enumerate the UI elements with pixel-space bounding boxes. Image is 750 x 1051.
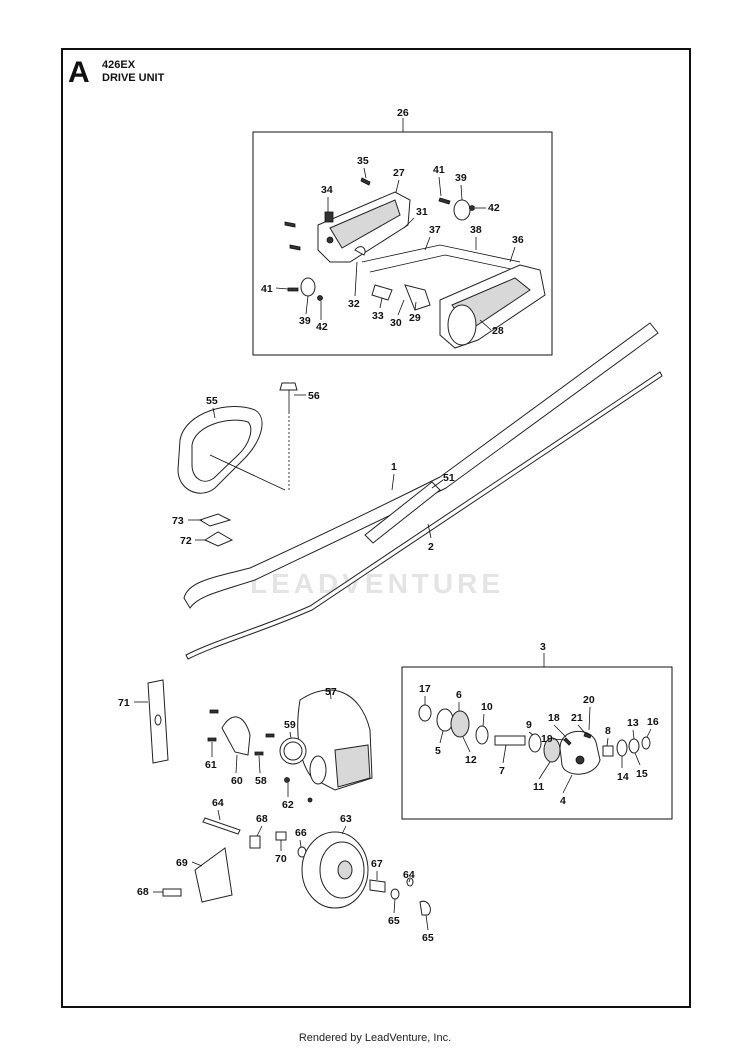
callout-67: 68 [256,813,268,825]
callout-8: 8 [605,725,611,737]
bracket-67-70 [249,831,307,858]
callout-57: 59 [284,719,296,731]
axle-66 [369,877,431,916]
callout-51: 51 [443,472,455,484]
callout-4: 4 [560,795,566,807]
plate-58 [221,716,251,756]
handle-screws [284,177,475,301]
clamp-73 [198,513,232,527]
gear-head-box [401,666,673,820]
clip-68 [162,888,182,897]
shaft-tube [183,322,659,609]
blade-71 [147,679,169,764]
handle-housing-right [439,264,546,349]
callout-73: 73 [172,515,184,527]
callout-69: 69 [176,857,188,869]
callout-5: 5 [435,745,441,757]
callout-36: 36 [512,234,524,246]
callout-64-top: 66 [295,827,307,839]
callout-62: 64 [212,797,224,809]
sleeve [364,481,441,544]
callout-56: 58 [255,775,267,787]
callout-18: 18 [548,712,560,724]
wing-nut-72 [203,531,234,547]
callout-19: 19 [541,733,553,745]
callout-32: 32 [348,298,360,310]
callout-14: 14 [617,771,629,783]
callout-30: 30 [390,317,402,329]
callout-42-top: 42 [488,202,500,214]
callout-29: 29 [409,312,421,324]
callout-27: 27 [393,167,405,179]
callout-12: 12 [465,754,477,766]
callout-54: 56 [308,390,320,402]
handle-assembly-box [252,131,553,356]
callout-39-top: 39 [455,172,467,184]
gear-head-parts [418,704,651,775]
callout-65-label: 65 [422,932,434,944]
blade-guard-55 [297,689,373,791]
section-letter: A [68,56,90,89]
callout-68-label: 68 [137,886,149,898]
callout-60: 62 [282,799,294,811]
callout-63: 64 [403,869,415,881]
callout-41-top: 41 [433,164,445,176]
callout-41-bottom: 41 [261,283,273,295]
callout-13: 13 [627,717,639,729]
callout-33: 33 [372,310,384,322]
callout-59: 61 [205,759,217,771]
axle-bolt-62 [202,817,241,835]
callout-72: 72 [180,535,192,547]
callout-10: 10 [481,701,493,713]
model-title: 426EX DRIVE UNIT [102,59,164,85]
callout-71: 71 [118,697,130,709]
callout-9: 9 [526,719,532,731]
bolt-54 [279,382,298,490]
callout-7: 7 [499,765,505,777]
callout-37: 37 [429,224,441,236]
callout-11: 11 [533,781,544,793]
callout-53: 55 [206,395,218,407]
callout-28: 28 [492,325,504,337]
callout-2: 2 [428,541,434,553]
callout-34: 34 [321,184,333,196]
callout-20: 20 [583,694,595,706]
watermark: LEADVENTURE [250,568,504,599]
handle-housing-left [317,191,411,263]
callout-6: 6 [456,689,462,701]
callout-35: 35 [357,155,369,167]
callout-16: 16 [647,716,659,728]
diagram-frame [61,48,691,1008]
assembly-title: DRIVE UNIT [102,72,165,84]
callout-26: 26 [397,107,409,119]
wheel-61 [301,831,369,909]
throttle-linkage [354,244,526,311]
callout-55: 57 [325,686,337,698]
callout-70: 70 [275,853,287,865]
callout-64-bottom: 65 [388,915,400,927]
gasket-57 [279,737,307,765]
callout-labels: 26 35 27 41 39 42 34 31 37 38 36 41 32 3… [118,107,659,944]
callout-17: 17 [419,683,431,695]
small-screws [207,709,313,803]
shield-69 [194,847,233,903]
callout-15: 15 [636,768,648,780]
callout-66: 67 [371,858,383,870]
loop-handle [177,406,286,494]
footer-credit: Rendered by LeadVenture, Inc. [298,1032,452,1044]
callout-42-bottom: 42 [316,321,328,333]
callout-58: 60 [231,775,243,787]
callout-31: 31 [416,206,428,218]
callout-3: 3 [540,641,546,653]
callout-61: 63 [340,813,352,825]
model-number: 426EX [102,59,136,71]
callout-39-bottom: 39 [299,315,311,327]
callout-1: 1 [391,461,397,473]
drive-shaft [185,371,663,660]
callout-38: 38 [470,224,482,236]
callout-21: 21 [571,712,583,724]
